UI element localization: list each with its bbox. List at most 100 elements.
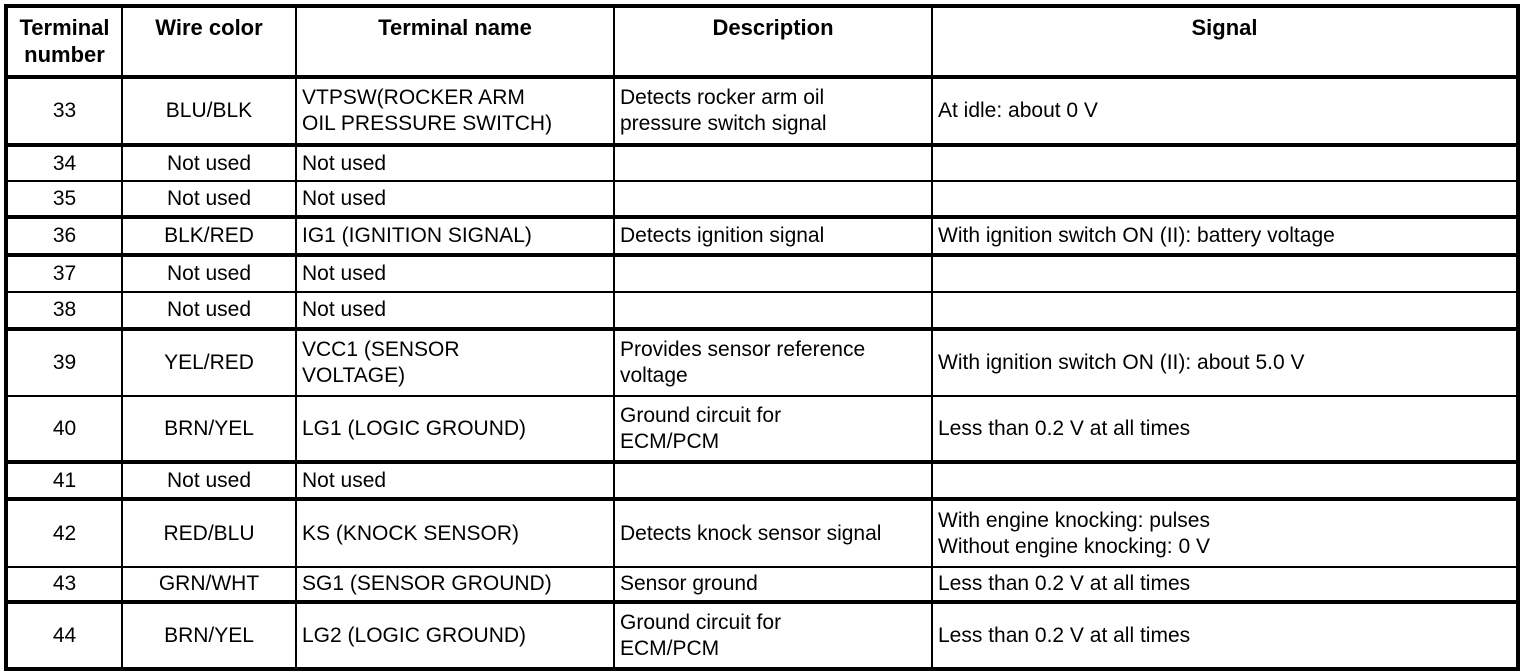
cell-terminal-name: VTPSW(ROCKER ARM OIL PRESSURE SWITCH) <box>295 77 615 147</box>
cell-signal <box>931 181 1519 219</box>
column-header-description: Description <box>613 6 933 79</box>
cell-wire-color-text: Not used <box>166 151 252 175</box>
column-header-terminal-number-label: Terminal number <box>19 15 110 67</box>
cell-signal <box>931 292 1519 331</box>
cell-description <box>613 145 933 182</box>
cell-terminal-name: VCC1 (SENSOR VOLTAGE) <box>295 329 615 397</box>
cell-terminal-name-text: Not used <box>302 468 387 492</box>
column-header-description-label: Description <box>712 15 834 40</box>
cell-signal: Less than 0.2 V at all times <box>931 602 1519 669</box>
cell-description-text: Sensor ground <box>620 572 758 595</box>
column-header-wire-color-label: Wire color <box>155 15 263 40</box>
cell-terminal-name: LG1 (LOGIC GROUND) <box>295 396 615 464</box>
cell-terminal-name: Not used <box>295 292 615 331</box>
cell-signal-text: With ignition switch ON (II): battery vo… <box>938 224 1335 247</box>
cell-terminal-name-text: Not used <box>302 186 387 210</box>
column-header-signal: Signal <box>931 6 1519 79</box>
cell-description-text: Ground circuit for ECM/PCM <box>620 403 782 453</box>
cell-description: Ground circuit for ECM/PCM <box>613 602 933 669</box>
cell-terminal-name: Not used <box>295 145 615 182</box>
cell-signal <box>931 145 1519 182</box>
cell-wire-color-text: RED/BLU <box>163 521 255 545</box>
table-header: Terminal number Wire color Terminal name… <box>5 6 1519 79</box>
cell-terminal-name-text: LG2 (LOGIC GROUND) <box>302 623 527 647</box>
column-header-signal-label: Signal <box>1191 15 1258 40</box>
cell-terminal-name-text: VTPSW(ROCKER ARM OIL PRESSURE SWITCH) <box>302 86 553 135</box>
cell-signal-text: At idle: about 0 V <box>938 99 1098 122</box>
table-row: 41 Not used Not used <box>5 462 1519 501</box>
cell-wire-color-text: BRN/YEL <box>164 416 254 440</box>
cell-wire-color: Not used <box>121 181 297 219</box>
cell-terminal-number: 44 <box>5 602 123 669</box>
cell-wire-color-text: BLU/BLK <box>165 99 253 122</box>
cell-description-text: Detects rocker arm oil pressure switch s… <box>620 86 827 135</box>
cell-wire-color: BLK/RED <box>121 217 297 257</box>
cell-terminal-name: LG2 (LOGIC GROUND) <box>295 602 615 669</box>
cell-wire-color: Not used <box>121 292 297 331</box>
cell-terminal-number: 37 <box>5 255 123 293</box>
cell-terminal-name-text: IG1 (IGNITION SIGNAL) <box>302 224 532 247</box>
cell-terminal-number-text: 37 <box>52 262 77 285</box>
cell-terminal-number: 41 <box>5 462 123 501</box>
cell-description: Ground circuit for ECM/PCM <box>613 396 933 464</box>
cell-terminal-name-text: Not used <box>302 298 387 321</box>
cell-wire-color: RED/BLU <box>121 499 297 568</box>
cell-description-text: Provides sensor reference voltage <box>620 338 866 387</box>
cell-terminal-name-text: SG1 (SENSOR GROUND) <box>302 572 552 595</box>
table-row: 37 Not used Not used <box>5 255 1519 293</box>
table-row: 38 Not used Not used <box>5 292 1519 331</box>
cell-signal-text: Less than 0.2 V at all times <box>938 623 1191 647</box>
cell-signal: With ignition switch ON (II): about 5.0 … <box>931 329 1519 397</box>
cell-terminal-number-text: 43 <box>52 572 77 595</box>
cell-terminal-number: 43 <box>5 567 123 604</box>
cell-description-text: Ground circuit for ECM/PCM <box>620 610 782 660</box>
cell-wire-color: Not used <box>121 145 297 182</box>
cell-description <box>613 181 933 219</box>
cell-terminal-number: 40 <box>5 396 123 464</box>
cell-signal-text: Less than 0.2 V at all times <box>938 572 1191 595</box>
cell-description: Detects rocker arm oil pressure switch s… <box>613 77 933 147</box>
cell-wire-color: Not used <box>121 255 297 293</box>
cell-description-text: Detects knock sensor signal <box>620 521 882 545</box>
cell-signal: With ignition switch ON (II): battery vo… <box>931 217 1519 257</box>
cell-signal-text: With ignition switch ON (II): about 5.0 … <box>938 351 1305 374</box>
cell-signal-text: Less than 0.2 V at all times <box>938 416 1191 440</box>
cell-wire-color: Not used <box>121 462 297 501</box>
cell-wire-color-text: GRN/WHT <box>158 572 260 595</box>
cell-description: Provides sensor reference voltage <box>613 329 933 397</box>
cell-terminal-number-text: 38 <box>52 298 77 321</box>
cell-terminal-name-text: KS (KNOCK SENSOR) <box>302 521 520 545</box>
table-row: 40 BRN/YEL LG1 (LOGIC GROUND) Ground cir… <box>5 396 1519 464</box>
cell-signal-text: With engine knocking: pulses Without eng… <box>938 508 1210 558</box>
cell-terminal-name-text: Not used <box>302 262 387 285</box>
table-body: 33 BLU/BLK VTPSW(ROCKER ARM OIL PRESSURE… <box>5 77 1519 669</box>
cell-terminal-number-text: 44 <box>52 623 77 647</box>
cell-terminal-number: 33 <box>5 77 123 147</box>
cell-terminal-name: KS (KNOCK SENSOR) <box>295 499 615 568</box>
table-header-row: Terminal number Wire color Terminal name… <box>5 6 1519 79</box>
cell-description: Detects knock sensor signal <box>613 499 933 568</box>
cell-terminal-name-text: LG1 (LOGIC GROUND) <box>302 416 527 440</box>
cell-description <box>613 462 933 501</box>
cell-terminal-number: 42 <box>5 499 123 568</box>
cell-wire-color-text: BRN/YEL <box>164 623 254 647</box>
table-row: 44 BRN/YEL LG2 (LOGIC GROUND) Ground cir… <box>5 602 1519 669</box>
cell-description: Sensor ground <box>613 567 933 604</box>
cell-terminal-number-text: 40 <box>52 416 77 440</box>
cell-signal: Less than 0.2 V at all times <box>931 567 1519 604</box>
cell-signal: With engine knocking: pulses Without eng… <box>931 499 1519 568</box>
cell-terminal-name: Not used <box>295 462 615 501</box>
cell-terminal-name: SG1 (SENSOR GROUND) <box>295 567 615 604</box>
cell-description-text: Detects ignition signal <box>620 224 825 247</box>
cell-signal <box>931 462 1519 501</box>
column-header-terminal-name: Terminal name <box>295 6 615 79</box>
cell-terminal-number: 39 <box>5 329 123 397</box>
cell-wire-color: BRN/YEL <box>121 396 297 464</box>
cell-terminal-name-text: Not used <box>302 151 387 175</box>
cell-wire-color: BRN/YEL <box>121 602 297 669</box>
cell-terminal-name: IG1 (IGNITION SIGNAL) <box>295 217 615 257</box>
cell-terminal-number: 38 <box>5 292 123 331</box>
cell-terminal-number-text: 39 <box>52 351 77 374</box>
cell-wire-color: GRN/WHT <box>121 567 297 604</box>
